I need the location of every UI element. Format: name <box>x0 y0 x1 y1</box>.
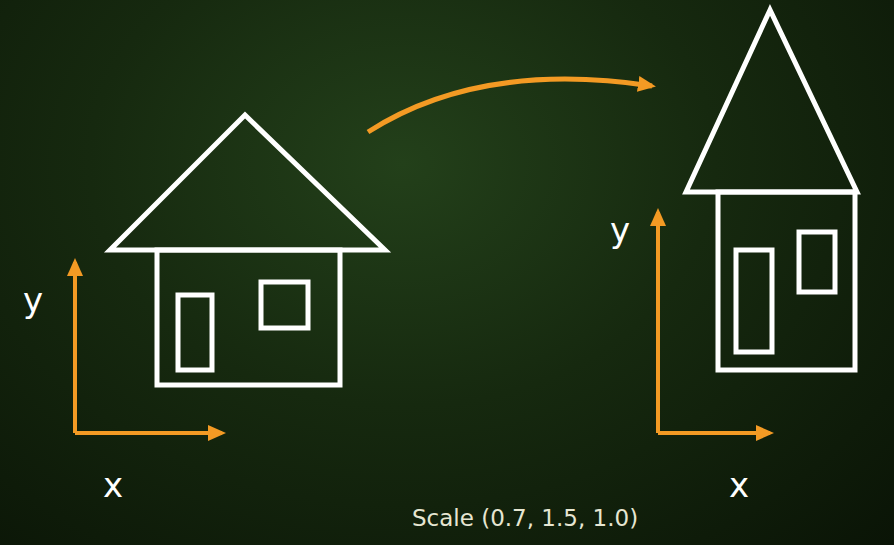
caption: Scale (0.7, 1.5, 1.0) <box>412 507 638 530</box>
house-scaled <box>686 10 857 370</box>
axis-label: x <box>103 468 123 502</box>
axes <box>75 212 770 433</box>
axis-label: x <box>729 468 749 502</box>
axis-label: y <box>610 213 630 247</box>
transform-arrow <box>368 79 652 132</box>
axis-label: y <box>23 283 43 317</box>
house-original <box>110 115 385 385</box>
